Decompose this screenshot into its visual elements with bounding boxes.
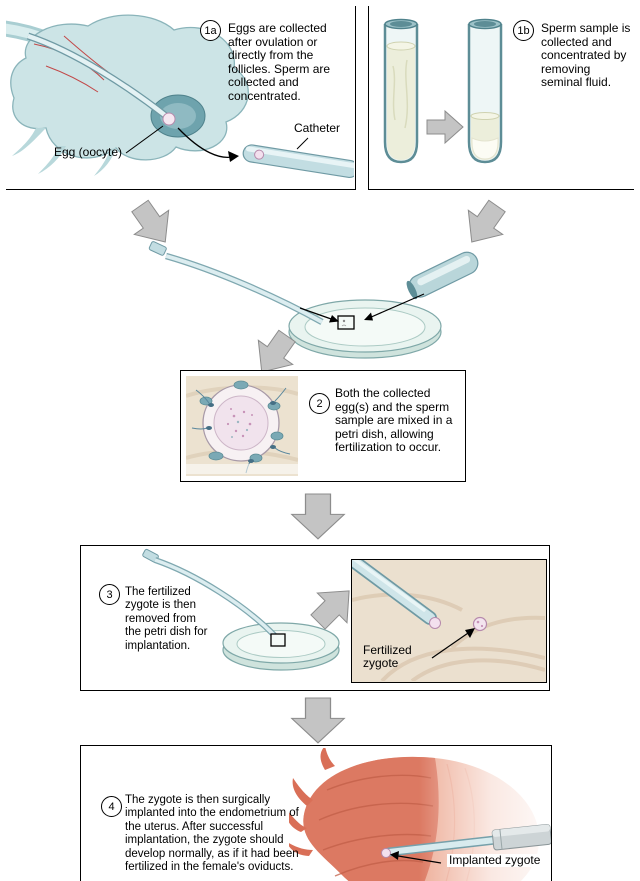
- panel-egg-collection: 1a Eggs are collected after ovulation or…: [6, 6, 356, 190]
- zoom-region-square: [337, 315, 355, 330]
- test-tube-raw: [383, 18, 419, 164]
- step-4-badge: 4: [101, 796, 122, 817]
- step-3-text: The fertilized zygote is then removed fr…: [125, 586, 208, 652]
- egg-oocyte-label: Egg (oocyte): [54, 145, 123, 159]
- zygote-pointer-arrow: [465, 628, 475, 638]
- fertilized-zygote-label: Fertilized zygote: [363, 643, 412, 670]
- petri-dish: [288, 299, 442, 359]
- panel-sperm-collection: 1b Sperm sample is collected and concent…: [368, 6, 634, 190]
- mixing-illustration: [122, 193, 515, 385]
- catheter-label: Catheter: [294, 121, 341, 135]
- step-2-badge: 2: [309, 393, 330, 414]
- step-4-box: 4 The zygote is then surgically implante…: [80, 745, 552, 881]
- flow-arrow-right-icon: [454, 193, 515, 255]
- pouring-tube: [406, 251, 479, 300]
- implanted-zygote-label: Implanted zygote: [447, 853, 543, 867]
- test-tubes-illustration: [383, 18, 503, 164]
- zygote-removal-illustration: [142, 548, 365, 671]
- fimbriae: [289, 748, 335, 856]
- implanted-zygote-icon: [381, 848, 391, 858]
- fertilized-zygote-icon: [472, 616, 488, 632]
- step-2-text: Both the collected egg(s) and the sperm …: [335, 386, 453, 455]
- ovary-illustration: [6, 14, 354, 179]
- zygote-in-catheter-icon: [429, 617, 441, 629]
- egg-to-catheter-arrow: [228, 151, 239, 162]
- pickup-catheter: [352, 560, 437, 625]
- centrifuge-arrow-icon: [426, 109, 464, 145]
- aspiration-needle: [27, 33, 168, 118]
- step-3-box: 3 The fertilized zygote is then removed …: [80, 545, 550, 691]
- tube-pointer-arrow: [364, 312, 373, 321]
- flow-arrow-down-1-icon: [291, 493, 345, 540]
- retrieval-catheter: [142, 548, 278, 639]
- step-1b-text: Sperm sample is collected and concentrat…: [541, 21, 631, 90]
- catheter-device: [242, 144, 354, 179]
- implantation-catheter: [384, 823, 551, 857]
- step-1a-text: Eggs are collected after ovulation or di…: [228, 21, 331, 103]
- flow-arrow-down-2-icon: [291, 697, 345, 744]
- zoom-region-square-2: [270, 633, 286, 647]
- test-tube-concentrated: [467, 18, 503, 164]
- catheter-pointer-arrow: [329, 315, 339, 323]
- zygote-inset: [351, 559, 547, 683]
- fertilization-micrograph: [186, 376, 298, 476]
- catheter-into-dish: [148, 241, 324, 325]
- step-3-badge: 3: [99, 584, 120, 605]
- step-1a-badge: 1a: [200, 20, 221, 41]
- egg-icon: [162, 112, 176, 126]
- implanted-zygote-pointer-arrow: [390, 851, 399, 860]
- step-2-box: 2 Both the collected egg(s) and the sper…: [180, 370, 466, 482]
- step-4-text: The zygote is then surgically implanted …: [125, 794, 299, 874]
- step-1b-badge: 1b: [513, 20, 534, 41]
